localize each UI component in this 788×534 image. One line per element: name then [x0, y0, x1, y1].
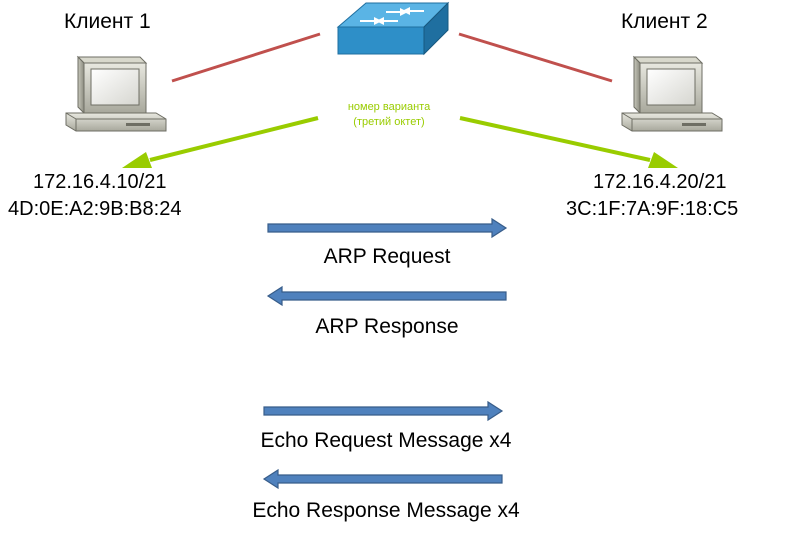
arp-response-label: ARP Response — [315, 315, 459, 338]
arp-request-label: ARP Request — [323, 245, 451, 268]
desktop-computer-icon — [621, 55, 723, 132]
variant-annotation: номер варианта (третий октет) — [329, 100, 449, 130]
client-1-mac: 4D:0E:A2:9B:B8:24 — [8, 198, 182, 220]
annotation-line-2: (третий октет) — [353, 116, 425, 128]
echo-request-arrow — [263, 400, 504, 422]
arp-response-arrow — [266, 285, 507, 307]
network-switch-icon — [336, 1, 450, 56]
client-2-ip: 172.16.4.20/21 — [593, 171, 727, 193]
annotation-arrow-left — [122, 116, 319, 168]
annotation-line-1: номер варианта — [347, 101, 431, 113]
arp-request-arrow — [267, 217, 508, 239]
echo-response-label: Echo Response Message x4 — [252, 499, 520, 522]
client-2-title: Клиент 2 — [621, 10, 708, 33]
annotation-arrow-right — [459, 116, 678, 168]
client-2-mac: 3C:1F:7A:9F:18:C5 — [566, 198, 739, 220]
link-switch-client-2 — [458, 32, 613, 83]
echo-response-arrow — [262, 468, 503, 490]
desktop-computer-icon — [65, 55, 167, 132]
client-1-title: Клиент 1 — [64, 10, 151, 33]
echo-request-label: Echo Request Message x4 — [260, 429, 512, 452]
client-1-ip: 172.16.4.10/21 — [33, 171, 167, 193]
link-switch-client-1 — [171, 32, 321, 83]
